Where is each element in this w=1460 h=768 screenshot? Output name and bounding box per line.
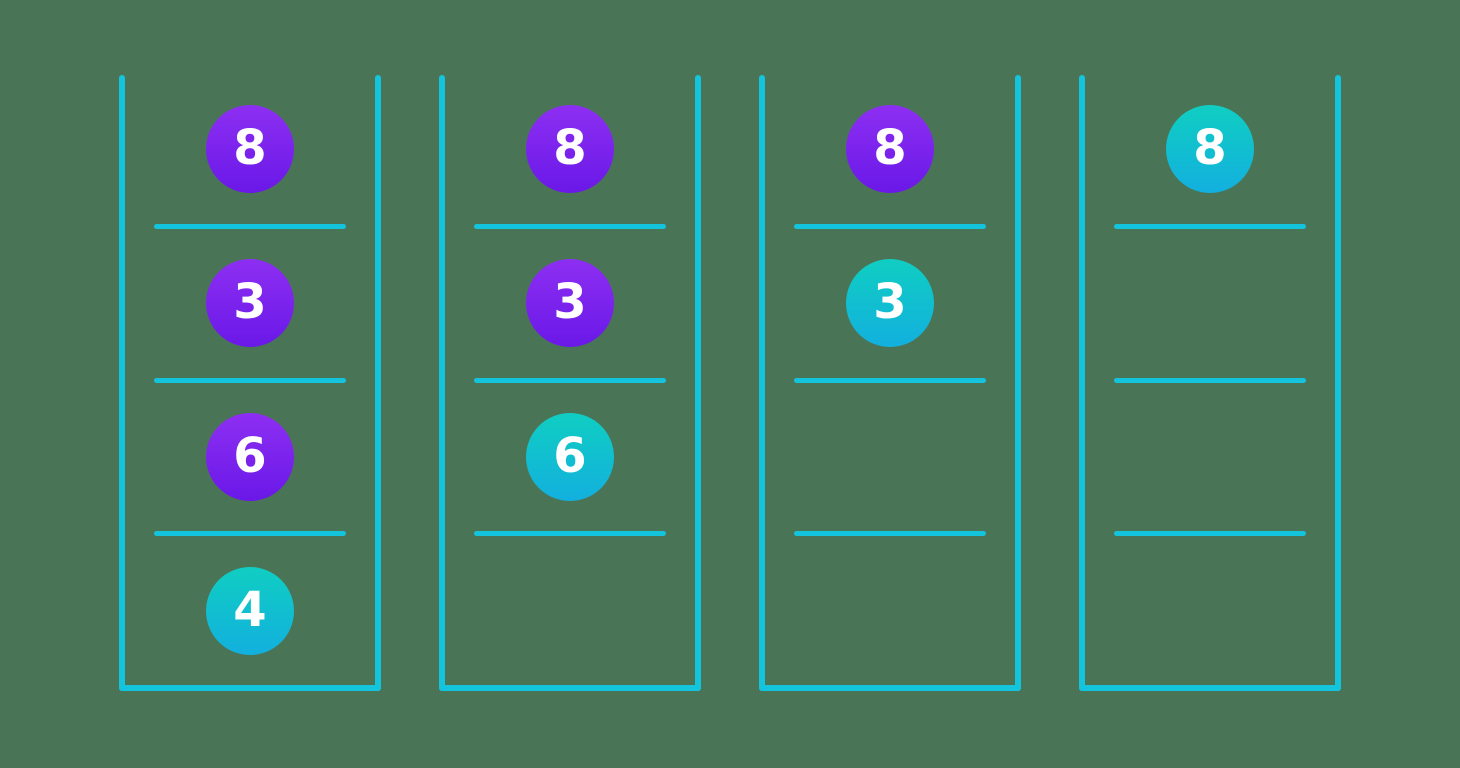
right-wall — [375, 75, 381, 691]
slot-divider — [1114, 223, 1306, 229]
slot-divider — [154, 223, 346, 229]
left-wall — [119, 75, 125, 691]
stack-slot-2: 3 — [445, 229, 695, 378]
stack-slot-2 — [1085, 229, 1335, 378]
slot-divider — [794, 531, 986, 537]
ball-8: 8 — [206, 105, 294, 194]
stack-slots: 8 3 6 4 — [125, 75, 375, 685]
slot-divider — [474, 531, 666, 537]
ball-3: 3 — [206, 259, 294, 348]
stack-container-2: 8 3 6 — [439, 75, 701, 691]
stack-slot-3 — [765, 383, 1015, 532]
stack-slot-1: 8 — [125, 75, 375, 224]
ball-value: 8 — [1193, 120, 1227, 177]
bottom-wall — [1079, 685, 1341, 691]
ball-6: 6 — [206, 412, 294, 501]
slot-divider — [154, 531, 346, 537]
ball-value: 4 — [233, 581, 267, 638]
stack-container-1: 8 3 6 4 — [119, 75, 381, 691]
stack-slot-4 — [765, 536, 1015, 685]
stack-slots: 8 — [1085, 75, 1335, 685]
stack-container-4: 8 — [1079, 75, 1341, 691]
ball-value: 6 — [233, 427, 267, 484]
ball-value: 8 — [873, 120, 907, 177]
ball-value: 8 — [233, 120, 267, 177]
stack-slot-1: 8 — [445, 75, 695, 224]
bottom-wall — [439, 685, 701, 691]
stack-slot-3: 6 — [445, 383, 695, 532]
stack-slot-2: 3 — [765, 229, 1015, 378]
bottom-wall — [119, 685, 381, 691]
left-wall — [759, 75, 765, 691]
left-wall — [439, 75, 445, 691]
stack-slot-1: 8 — [765, 75, 1015, 224]
slot-divider — [154, 377, 346, 383]
right-wall — [695, 75, 701, 691]
ball-value: 3 — [233, 274, 267, 331]
ball-4: 4 — [206, 566, 294, 655]
left-wall — [1079, 75, 1085, 691]
stack-slot-3: 6 — [125, 383, 375, 532]
stack-slot-2: 3 — [125, 229, 375, 378]
stack-slot-4: 4 — [125, 536, 375, 685]
ball-3: 3 — [526, 259, 614, 348]
ball-value: 8 — [553, 120, 587, 177]
stack-slots: 8 3 6 — [445, 75, 695, 685]
ball-8: 8 — [846, 105, 934, 194]
ball-8: 8 — [1166, 105, 1254, 194]
stack-slot-4 — [1085, 536, 1335, 685]
ball-3: 3 — [846, 259, 934, 348]
ball-value: 3 — [553, 274, 587, 331]
slot-divider — [474, 223, 666, 229]
stack-slot-3 — [1085, 383, 1335, 532]
slot-divider — [794, 223, 986, 229]
stack-slot-4 — [445, 536, 695, 685]
slot-divider — [474, 377, 666, 383]
right-wall — [1335, 75, 1341, 691]
ball-6: 6 — [526, 412, 614, 501]
ball-value: 3 — [873, 274, 907, 331]
slot-divider — [794, 377, 986, 383]
slot-divider — [1114, 377, 1306, 383]
stack-slot-1: 8 — [1085, 75, 1335, 224]
ball-8: 8 — [526, 105, 614, 194]
slot-divider — [1114, 531, 1306, 537]
ball-value: 6 — [553, 427, 587, 484]
bottom-wall — [759, 685, 1021, 691]
right-wall — [1015, 75, 1021, 691]
